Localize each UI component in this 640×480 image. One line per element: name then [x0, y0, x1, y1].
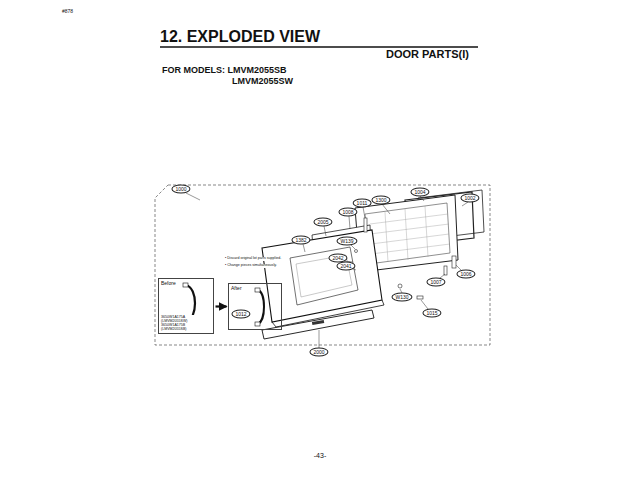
callout-number: 1002 [460, 194, 479, 203]
callout-number: 1008 [338, 208, 357, 217]
box-heading: After [231, 286, 279, 292]
part-number-text: 3650W1A175A (LMVM2055SW) 3650W1A175B (LM… [161, 315, 211, 332]
callout-number: 1000 [171, 185, 190, 194]
page-title: 12. EXPLODED VIEW [160, 28, 320, 46]
note-text: • Discard original lot parts supplied. [224, 257, 282, 261]
callout-number: 2005 [313, 218, 332, 227]
callout-number: W139 [336, 237, 357, 246]
note-text: • Change pieces simultaneously. [224, 264, 278, 268]
arrow-connector [216, 305, 227, 307]
callout-number: 1004 [410, 188, 429, 197]
callout-number: 1012 [231, 310, 250, 319]
model-line: FOR MODELS: LMVM2055SB [162, 66, 287, 76]
callout-number: 2041 [336, 262, 355, 271]
callout-number: 2000 [309, 348, 328, 357]
callout-number: 1300 [371, 196, 390, 205]
callout-number: 2042 [328, 254, 347, 263]
box-heading: Before [161, 281, 211, 287]
callout-number: 1007 [426, 278, 445, 287]
page-code: #878 [62, 9, 73, 15]
after-box: After [228, 283, 282, 330]
page-number: -43- [314, 452, 326, 460]
model-line: LMVM2055SW [232, 77, 293, 87]
before-box: Before 3650W1A175A (LMVM2055SW) 3650W1A17… [158, 278, 214, 334]
callout-number: W130 [391, 293, 412, 302]
section-heading: DOOR PARTS(I) [386, 48, 469, 60]
callout-number: 1015 [422, 309, 441, 318]
callout-number: 1382 [291, 236, 310, 245]
callout-number: 1006 [456, 270, 475, 279]
callout-number: 1011 [353, 199, 372, 208]
